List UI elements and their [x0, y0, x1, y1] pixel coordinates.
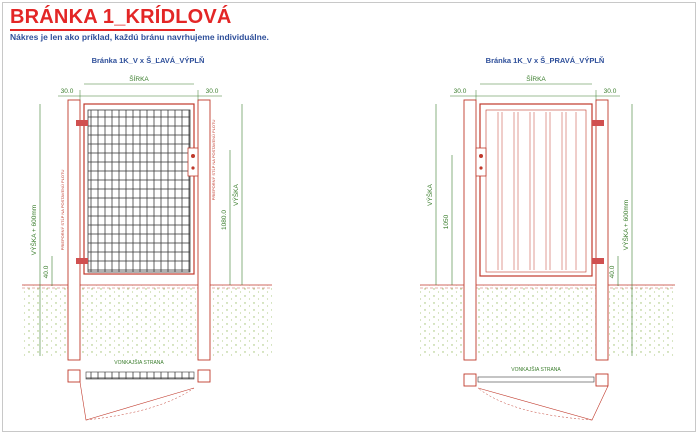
left-dim-30-left: 30.0 — [61, 88, 74, 95]
left-swing-arc — [79, 381, 195, 421]
right-post — [197, 99, 211, 361]
right-left-post — [463, 99, 477, 361]
title-underline — [10, 29, 195, 31]
drawing-frame — [2, 2, 696, 432]
right-total-height-label: VÝŠKA + 600mm — [621, 200, 630, 250]
left-plan-post-b — [197, 369, 211, 383]
right-right-post — [595, 99, 609, 361]
left-top-hinge — [76, 120, 88, 126]
right-bottom-hinge — [592, 258, 604, 264]
left-ground-soil — [22, 285, 272, 357]
right-gate-drawing: Bránka 1K_V x Š_PRAVÁ_VÝPLŇ ŠÍRKA 3 — [420, 56, 675, 421]
right-dim-40: 40.0 — [609, 265, 616, 278]
left-total-height-label: VÝŠKA + 600mm — [29, 205, 38, 255]
left-gate-mesh — [87, 109, 191, 273]
left-plan-post-a — [67, 369, 81, 383]
right-dim-30-right: 30.0 — [604, 88, 617, 95]
left-dim-1080: 1080.0 — [221, 210, 228, 230]
left-drawing-title: Bránka 1K_V x Š_ĽAVÁ_VÝPLŇ — [92, 56, 205, 65]
right-outside-label: VONKAJŠIA STRANA — [511, 366, 561, 373]
right-dim-1050: 1050 — [443, 214, 450, 229]
left-swing-path — [85, 387, 195, 421]
right-gate-infill — [485, 109, 587, 273]
right-dim-30-left: 30.0 — [454, 88, 467, 95]
left-height-label: VÝŠKA — [231, 184, 240, 206]
right-lock-keyhole-icon — [479, 166, 483, 170]
left-bottom-hinge — [76, 258, 88, 264]
left-post-note-left: PRIEPORNÝ STĹP NA POSTAVENÚ PLOTU — [60, 170, 65, 251]
right-swing-path — [477, 387, 593, 421]
right-plan-post-b — [595, 373, 609, 387]
left-dim-30-right: 30.0 — [206, 88, 219, 95]
right-height-label: VÝŠKA — [425, 184, 434, 206]
right-drawing-title: Bránka 1K_V x Š_PRAVÁ_VÝPLŇ — [486, 56, 605, 65]
page-title: BRÁNKA 1_KRÍDLOVÁ — [10, 6, 232, 28]
right-ground-soil — [420, 285, 675, 357]
left-lock-box — [187, 147, 199, 177]
page-subtitle: Nákres je len ako príklad, každú bránu n… — [10, 32, 269, 42]
left-gate-drawing: Bránka 1K_V x Š_ĽAVÁ_VÝPLŇ ŠÍRKA 30.0 30… — [22, 56, 272, 421]
right-plan-gate — [477, 376, 595, 383]
right-swing-arc — [477, 385, 609, 421]
left-outside-label: VONKAJŠIA STRANA — [114, 359, 164, 366]
left-plan-gate — [85, 371, 195, 380]
right-gate-slats — [497, 112, 577, 270]
right-width-label: ŠÍRKA — [526, 74, 546, 83]
right-lock-handle-icon — [479, 154, 483, 158]
left-post — [67, 99, 81, 361]
left-post-note-right: PRIEPORNÝ STĹP NA POSTAVENÚ PLOTU — [211, 120, 216, 201]
right-plan-post-a — [463, 373, 477, 387]
left-lock-keyhole-icon — [191, 166, 195, 170]
right-top-hinge — [592, 120, 604, 126]
right-lock-box — [475, 147, 487, 177]
left-lock-handle-icon — [191, 154, 195, 158]
left-width-label: ŠÍRKA — [129, 74, 149, 83]
left-dim-40: 40.0 — [43, 265, 50, 278]
